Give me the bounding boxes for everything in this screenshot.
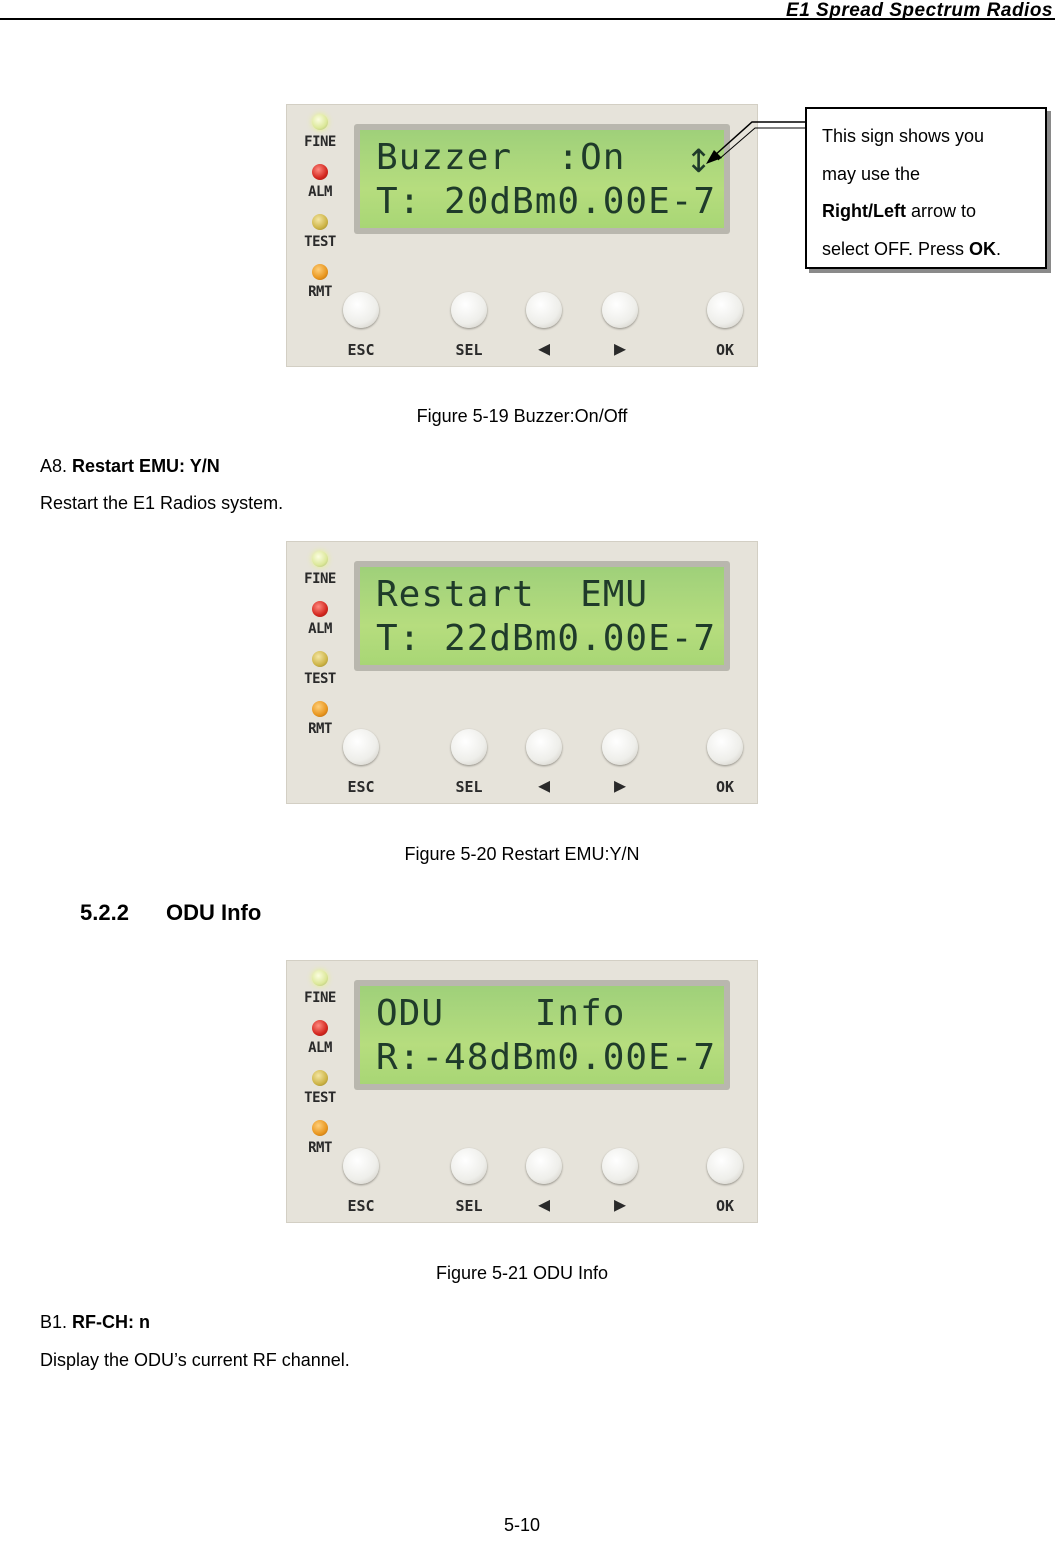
esc-button[interactable] [343,1148,379,1184]
rmt-led-icon [312,1120,328,1136]
fine-led-icon [312,551,328,567]
lcd-frame: ODU Info R:-48dBm0.00E-7 [354,980,730,1090]
ok-label: OK [715,1197,735,1215]
ok-button[interactable] [707,1148,743,1184]
esc-label: ESC [347,341,375,359]
left-arrow-icon: ◀ [537,336,551,360]
sel-label: SEL [455,778,483,796]
lcd-line-2: R:-48dBm0.00E-7 [376,1037,717,1078]
callout-ok: OK [969,238,997,259]
alm-led-icon [312,601,328,617]
right-button[interactable] [602,292,638,328]
ok-label: OK [715,341,735,359]
lcd-line-1: ODU Info [376,993,626,1034]
led-label-test: TEST [304,671,336,687]
left-arrow-icon: ◀ [537,773,551,797]
ok-label: OK [715,778,735,796]
item-b1-title: RF-CH: n [72,1312,151,1332]
left-button[interactable] [526,1148,562,1184]
callout-pointer-icon [706,121,805,164]
esc-label: ESC [347,778,375,796]
left-button[interactable] [526,729,562,765]
led-label-alm: ALM [308,621,332,637]
test-led-icon [312,651,328,667]
ok-button[interactable] [707,292,743,328]
device-panel-restart: FINE ALM TEST RMT Restart EMU T: 22dBm0.… [286,541,758,804]
lcd-line-1: Buzzer :On [376,137,626,178]
lcd-frame: Restart EMU T: 22dBm0.00E-7 [354,561,730,671]
sel-label: SEL [455,341,483,359]
led-label-alm: ALM [308,184,332,200]
rmt-led-icon [312,264,328,280]
esc-button[interactable] [343,729,379,765]
fine-led-icon [312,970,328,986]
lcd-line-1: Restart EMU [376,574,649,615]
callout-line-3-rest: arrow to [905,201,977,221]
section-heading: 5.2.2 ODU Info [80,900,261,926]
item-a8-title: Restart EMU: Y/N [72,456,220,476]
right-arrow-icon: ▶ [613,336,627,360]
esc-label: ESC [347,1197,375,1215]
lcd-screen: Buzzer :On T: 20dBm0.00E-7 ↕ [360,130,724,228]
callout-right-left: Right/Left [822,201,906,221]
callout-line-4: select OFF. Press OK. [822,231,1045,269]
header-title: E1 Spread Spectrum Radios [786,0,1053,21]
callout-line-3: Right/Left arrow to [822,193,1045,231]
sel-button[interactable] [451,729,487,765]
fine-led-icon [312,114,328,130]
alm-led-icon [312,1020,328,1036]
led-label-test: TEST [304,234,336,250]
right-arrow-icon: ▶ [613,773,627,797]
scroll-arrow-icon: ↕ [685,142,712,180]
alm-led-icon [312,164,328,180]
callout-line-4-prefix: select OFF. Press [822,238,970,259]
page-number: 5-10 [503,1515,541,1535]
lcd-frame: Buzzer :On T: 20dBm0.00E-7 ↕ [354,124,730,234]
callout-line-2: may use the [822,163,921,184]
sel-button[interactable] [451,292,487,328]
item-b1-heading: B1. RF-CH: n [40,1312,150,1333]
led-label-rmt: RMT [308,284,332,300]
left-arrow-icon: ◀ [537,1192,551,1216]
led-label-fine: FINE [304,990,336,1006]
led-label-alm: ALM [308,1040,332,1056]
item-b1-prefix: B1. [40,1312,73,1332]
callout-line-1: This sign shows you [822,126,985,146]
device-panel-odu-info: FINE ALM TEST RMT ODU Info R:-48dBm0.00E… [286,960,758,1223]
led-label-rmt: RMT [308,721,332,737]
test-led-icon [312,214,328,230]
lcd-screen: ODU Info R:-48dBm0.00E-7 [360,986,724,1084]
led-label-fine: FINE [304,134,336,150]
section-title: ODU Info [166,900,262,925]
item-a8-desc: Restart the E1 Radios system. [40,493,284,513]
sel-button[interactable] [451,1148,487,1184]
esc-button[interactable] [343,292,379,328]
lcd-line-2: T: 20dBm0.00E-7 [376,181,717,222]
right-arrow-icon: ▶ [613,1192,627,1216]
led-label-test: TEST [304,1090,336,1106]
rmt-led-icon [312,701,328,717]
device-panel-buzzer: FINE ALM TEST RMT Buzzer :On T: 20dBm0.0… [286,104,758,367]
item-a8-heading: A8. Restart EMU: Y/N [40,456,220,477]
section-number: 5.2.2 [80,900,129,925]
right-button[interactable] [602,1148,638,1184]
ok-button[interactable] [707,729,743,765]
right-button[interactable] [602,729,638,765]
figure-caption-3: Figure 5-21 ODU Info [435,1263,609,1283]
item-b1-desc: Display the ODU’s current RF channel. [40,1350,350,1370]
header-rule [0,18,1055,20]
sel-label: SEL [455,1197,483,1215]
callout-box: This sign shows you may use the Right/Le… [805,107,1047,269]
left-button[interactable] [526,292,562,328]
figure-caption-2: Figure 5-20 Restart EMU:Y/N [404,844,640,864]
figure-caption-1: Figure 5-19 Buzzer:On/Off [416,406,628,426]
led-label-fine: FINE [304,571,336,587]
lcd-screen: Restart EMU T: 22dBm0.00E-7 [360,567,724,665]
test-led-icon [312,1070,328,1086]
callout-line-4-suffix: . [996,238,1002,259]
led-label-rmt: RMT [308,1140,332,1156]
lcd-line-2: T: 22dBm0.00E-7 [376,618,717,659]
item-a8-prefix: A8. [40,456,73,476]
